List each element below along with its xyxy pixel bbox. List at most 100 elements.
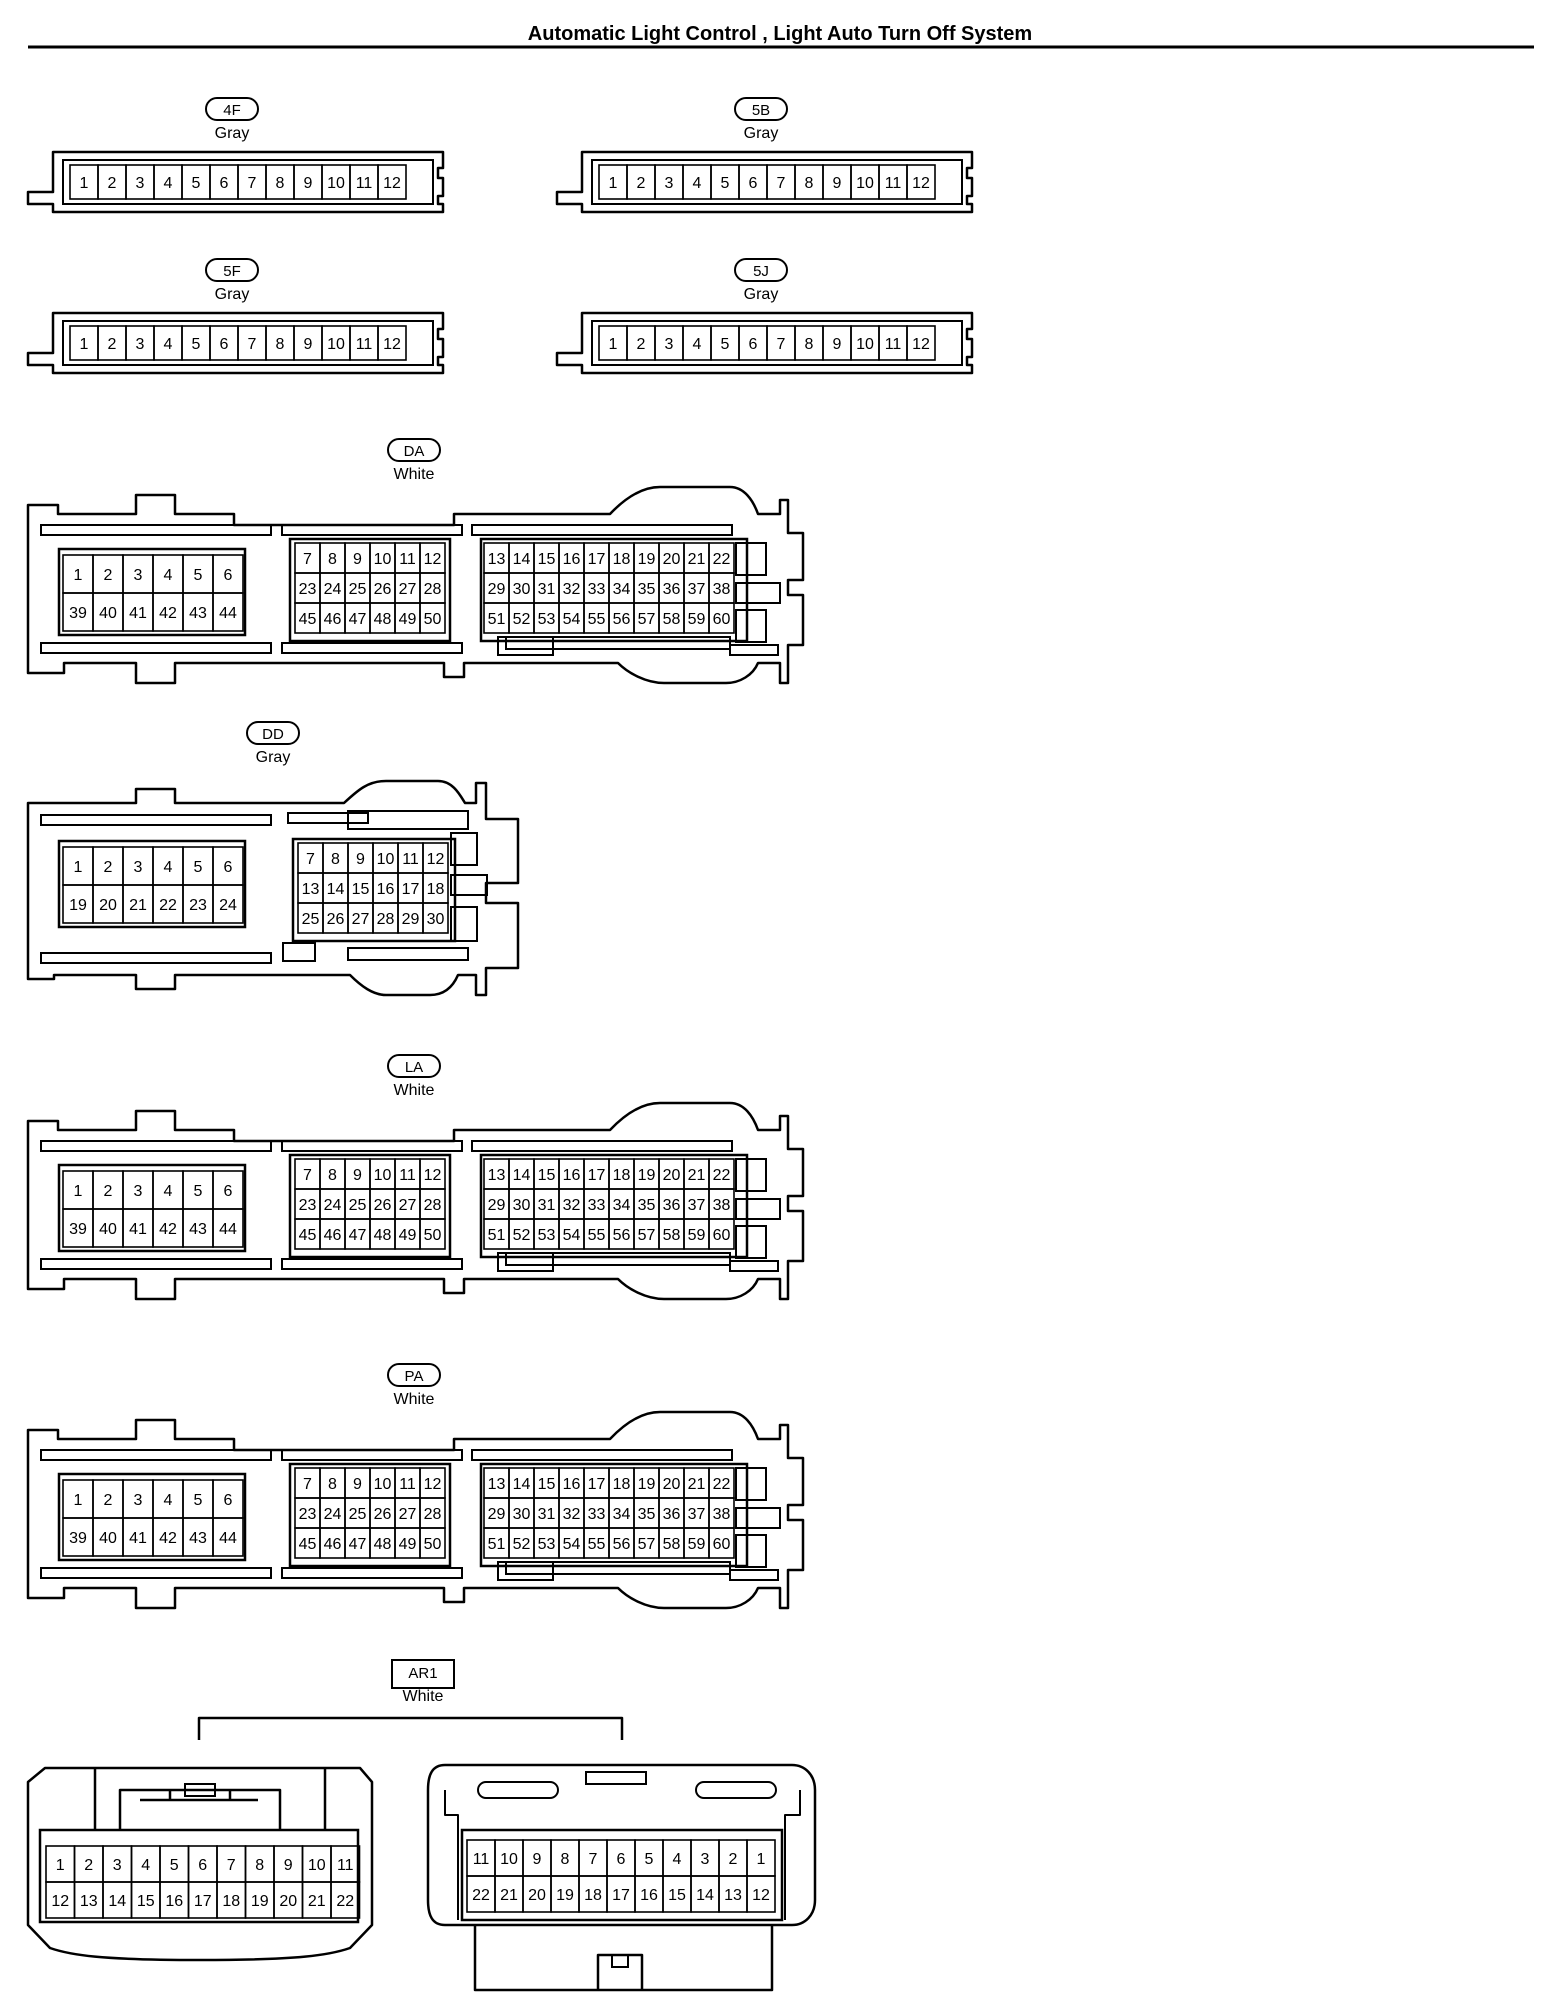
pin-number: 13 (488, 551, 506, 568)
connector-latch (281, 1140, 463, 1152)
pin-number: 5 (194, 567, 203, 584)
pin-number: 3 (134, 1492, 143, 1509)
pin-number: 30 (427, 911, 445, 928)
pin-number: 9 (833, 336, 842, 353)
pin-number: 22 (713, 1476, 731, 1493)
pin-number: 34 (613, 1506, 631, 1523)
pin-number: 5 (721, 175, 730, 192)
pin-number: 2 (108, 336, 117, 353)
pin-number: 20 (663, 1476, 681, 1493)
connector-latch (471, 1449, 733, 1461)
connector-color: White (394, 1082, 435, 1099)
pin-number: 33 (588, 1506, 606, 1523)
pin-frame (288, 1153, 452, 1259)
pin-number: 44 (219, 1221, 237, 1238)
pin-number: 2 (637, 175, 646, 192)
pin-number: 11 (399, 1167, 416, 1184)
connector-key (282, 942, 316, 962)
pin-number: 7 (306, 851, 315, 868)
pin-number: 2 (108, 175, 117, 192)
pin-number: 2 (729, 1851, 738, 1868)
pin-number: 53 (538, 1227, 556, 1244)
pin-number: 25 (349, 1197, 367, 1214)
pin-number: 12 (51, 1893, 69, 1910)
pin-number: 3 (701, 1851, 710, 1868)
pin-number: 1 (80, 175, 89, 192)
pin-number: 6 (749, 336, 758, 353)
pin-number: 27 (399, 1197, 417, 1214)
pin-number: 41 (129, 1530, 147, 1547)
pin-number: 11 (337, 1857, 354, 1874)
pin-number: 33 (588, 581, 606, 598)
pin-number: 13 (724, 1887, 742, 1904)
pin-number: 21 (688, 1476, 706, 1493)
pin-number: 5 (645, 1851, 654, 1868)
connector-inner (591, 320, 963, 366)
pin-number: 22 (159, 897, 177, 914)
pin-number: 15 (668, 1887, 686, 1904)
pin-number: 10 (327, 175, 345, 192)
pin-number: 10 (374, 1167, 392, 1184)
pin-number: 21 (688, 1167, 706, 1184)
connector-lock (735, 1467, 767, 1501)
pin-number: 39 (69, 605, 87, 622)
connector-code-badge (205, 97, 259, 121)
pin-number: 6 (224, 1492, 233, 1509)
pin-cell (906, 164, 936, 200)
connector-color: White (394, 466, 435, 483)
pin-number: 4 (673, 1851, 682, 1868)
pin-number: 30 (513, 1197, 531, 1214)
pin-frame (38, 1828, 360, 1924)
pin-cell (419, 602, 446, 634)
pin-number: 15 (137, 1893, 155, 1910)
pin-number: 3 (134, 859, 143, 876)
connector-latch (695, 1781, 777, 1799)
pin-number: 14 (513, 1167, 531, 1184)
pin-number: 8 (276, 175, 285, 192)
pin-number: 23 (299, 1197, 317, 1214)
pin-number: 19 (638, 1476, 656, 1493)
connector-outline (26, 311, 445, 375)
connector-outline (26, 1101, 805, 1301)
pin-number: 26 (374, 1197, 392, 1214)
pin-number: 6 (749, 175, 758, 192)
connector-code-badge (387, 1363, 441, 1387)
pin-number: 3 (665, 336, 674, 353)
pin-number: 5 (170, 1857, 179, 1874)
pin-number: 12 (383, 336, 401, 353)
pin-number: 1 (609, 336, 618, 353)
pin-number: 19 (556, 1887, 574, 1904)
pin-number: 12 (912, 336, 930, 353)
pin-number: 25 (349, 581, 367, 598)
pin-number: 18 (427, 881, 445, 898)
pin-number: 19 (638, 551, 656, 568)
pin-number: 16 (377, 881, 395, 898)
pin-number: 1 (74, 1492, 83, 1509)
connector-outline (26, 1766, 374, 1962)
pin-number: 37 (688, 581, 706, 598)
pin-number: 19 (69, 897, 87, 914)
pin-cell (212, 1517, 244, 1557)
pin-number: 11 (356, 175, 373, 192)
pin-number: 7 (248, 336, 257, 353)
pin-number: 9 (353, 1476, 362, 1493)
pin-number: 54 (563, 611, 581, 628)
connector-code: AR1 (408, 1665, 437, 1682)
pin-number: 37 (688, 1197, 706, 1214)
pin-number: 9 (833, 175, 842, 192)
pin-number: 24 (324, 1506, 342, 1523)
connector-latch (281, 1258, 463, 1270)
pin-number: 5 (194, 859, 203, 876)
pin-number: 30 (513, 581, 531, 598)
connector-code: 5F (223, 263, 241, 280)
pin-number: 40 (99, 1530, 117, 1547)
connector-latch (281, 524, 463, 536)
pin-number: 55 (588, 1227, 606, 1244)
pin-cell (212, 1208, 244, 1248)
pin-number: 8 (805, 336, 814, 353)
pin-number: 5 (192, 175, 201, 192)
pin-number: 2 (84, 1857, 93, 1874)
connector-latch (281, 1449, 463, 1461)
